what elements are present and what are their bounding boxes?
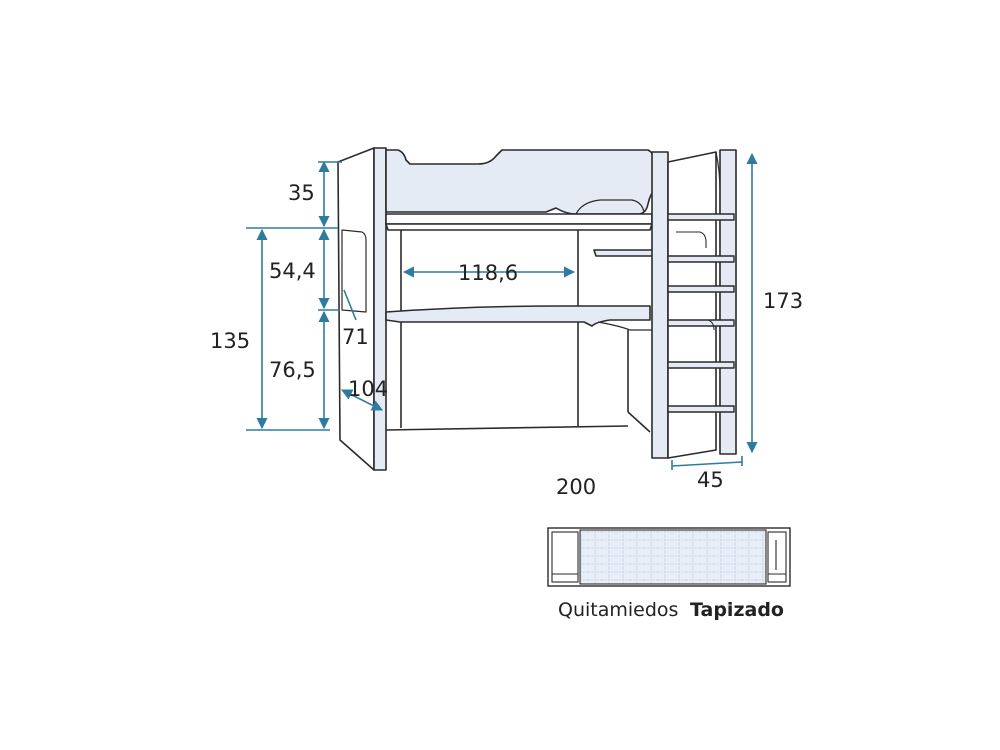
ladder-step [667, 255, 735, 263]
dim-line-angle [343, 289, 357, 321]
ladder-steps [667, 213, 735, 413]
mattress-base [385, 213, 653, 225]
mattress-under [385, 223, 653, 231]
dim-line-ladder-width [671, 461, 743, 467]
dim-label-upper-opening: 54,4 [269, 259, 316, 283]
ladder-step [667, 405, 735, 413]
desk-top [385, 305, 651, 327]
ladder-rear-rail [719, 149, 737, 455]
caption-regular: Quitamiedos [558, 599, 678, 621]
dim-label-desk-width: 118,6 [458, 261, 518, 285]
ladder-step [667, 361, 735, 369]
ladder-cutout [690, 319, 715, 331]
ladder-side-panel [667, 151, 717, 459]
dim-label-top-guard: 35 [288, 181, 315, 205]
door-handle-cutout [341, 229, 367, 313]
guard-rail-notch [575, 199, 645, 215]
dim-label-depth: 104 [348, 377, 388, 401]
upholstered-panel [579, 529, 767, 585]
dimension-lines [246, 152, 758, 470]
ladder-step [667, 319, 735, 327]
dim-label-angle: 71 [342, 325, 369, 349]
floor-line [385, 425, 629, 431]
right-front-post [651, 151, 669, 459]
guard-rail-detail [547, 527, 791, 587]
ladder-cutout [676, 231, 707, 248]
detail-right-block [767, 531, 787, 583]
dim-label-lower-opening: 76,5 [269, 358, 316, 382]
dim-label-total-height: 173 [763, 289, 803, 313]
ladder-step [667, 285, 735, 293]
desk-return [597, 321, 652, 331]
dim-label-ladder-width: 45 [697, 468, 724, 492]
dim-label-length: 200 [556, 475, 596, 499]
cabinet-edge [627, 411, 651, 433]
dim-line-depth [340, 389, 384, 411]
bed-structure [337, 147, 737, 471]
dim-label-total-height-left: 135 [210, 329, 250, 353]
left-post [373, 147, 387, 471]
ladder-step [667, 213, 735, 221]
guard-rail [385, 149, 657, 215]
caption-bold: Tapizado [690, 599, 784, 621]
